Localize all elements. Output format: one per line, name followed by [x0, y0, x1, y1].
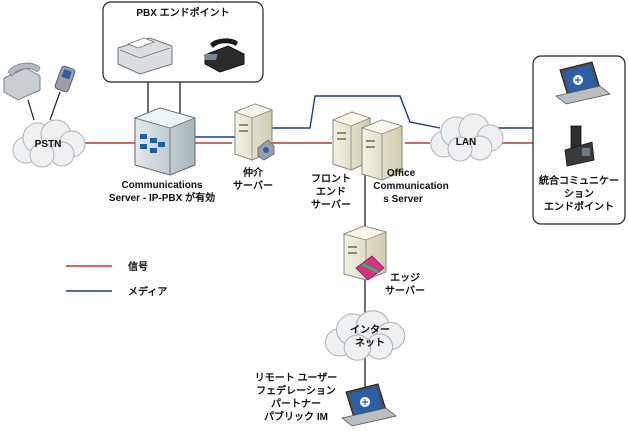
remote-users-group: リモート ユーザー フェデレーション パートナー パブリック IM: [255, 372, 397, 427]
ip-phone-icon: [564, 125, 595, 167]
link-mobile-pstn: [49, 91, 61, 121]
link-phone-pstn: [27, 99, 35, 121]
legend-media-label: メディア: [128, 285, 167, 298]
connections: [60, 80, 565, 392]
mobile-phone-icon: [54, 65, 76, 93]
fax-machine-icon: [117, 37, 173, 75]
laptop-icon: [555, 61, 611, 105]
pbx-endpoints-label: PBX エンドポイント: [136, 6, 229, 19]
comm-server-label-2: Server - IP-PBX が有効: [109, 191, 215, 204]
remote-label-2: フェデレーション: [256, 384, 336, 397]
unified-label-3: エンドポイント: [544, 200, 614, 213]
mediation-label-1: 仲介: [243, 166, 264, 179]
legend: 信号 メディア: [66, 260, 167, 298]
edge-label-2: サーバー: [385, 285, 425, 297]
ip-pbx-server-icon: [133, 107, 197, 176]
mediation-server-group: 仲介 サーバー: [233, 103, 275, 192]
lan-label: LAN: [456, 137, 477, 148]
comm-server-group: Communications Server - IP-PBX が有効: [109, 107, 215, 204]
pstn-group: PSTN: [3, 62, 86, 168]
unified-endpoints-group: 統合コミュニケー ション エンドポイント: [532, 55, 626, 225]
analog-phone-icon: [3, 62, 41, 101]
desk-phone-icon: [203, 38, 245, 73]
remote-label-3: パートナー: [271, 398, 321, 410]
ocs-label-3: s Server: [383, 194, 423, 205]
edge-server-group: エッジ サーバー: [342, 225, 425, 297]
internet-label-1: インター: [350, 324, 390, 336]
legend-signal-label: 信号: [128, 260, 148, 273]
unified-label-1: 統合コミュニケー: [539, 174, 619, 187]
front-end-label-2: エンド: [316, 186, 346, 198]
ocs-label-1: Office: [387, 168, 416, 179]
phone-badge-icon: [257, 139, 275, 161]
front-end-server-icon: [331, 111, 372, 171]
edge-badge-icon: [355, 255, 385, 281]
unified-label-2: ション: [564, 188, 594, 200]
pstn-label: PSTN: [35, 139, 62, 150]
mediation-label-2: サーバー: [233, 180, 273, 192]
front-end-label-3: サーバー: [311, 199, 351, 211]
pbx-endpoints-group: PBX エンドポイント: [102, 1, 264, 83]
internet-group: インター ネット: [324, 310, 406, 361]
front-end-label-1: フロント: [311, 173, 351, 185]
internet-label-2: ネット: [355, 337, 385, 349]
media-line-lan: [270, 95, 441, 129]
comm-server-label-1: Communications: [121, 180, 203, 191]
front-end-server-group: フロント エンド サーバー Office Communication s Ser…: [311, 111, 449, 211]
remote-label-1: リモート ユーザー: [255, 372, 338, 384]
ocs-label-2: Communication: [373, 181, 449, 192]
lan-group: LAN: [430, 113, 504, 162]
ocs-server-icon: [360, 119, 404, 181]
remote-laptop-icon: [341, 383, 397, 427]
edge-label-1: エッジ: [390, 272, 420, 284]
remote-label-4: パブリック IM: [264, 410, 328, 423]
